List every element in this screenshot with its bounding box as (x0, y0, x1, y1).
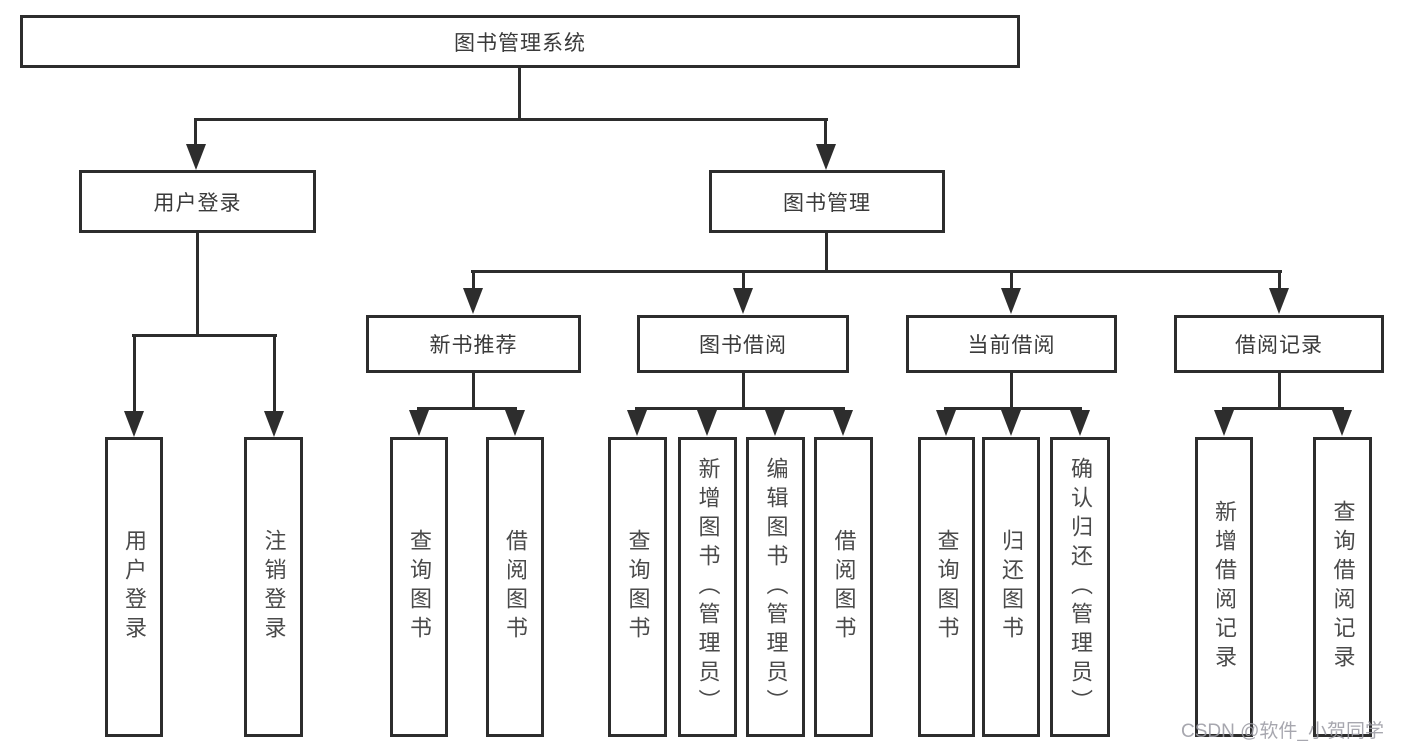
leaf-node-label: 新增图书（管理员） (695, 456, 721, 718)
arrow-down-icon (1001, 288, 1021, 314)
leaf-node-label: 借阅图书 (831, 529, 857, 645)
leaf-node-borrow-books-recommend: 借阅图书 (486, 437, 544, 737)
leaf-node-label: 归还图书 (999, 529, 1024, 645)
connector-vline (133, 334, 136, 414)
leaf-node-label: 用户登录 (122, 529, 147, 645)
watermark: CSDN @软件_小贺同学 (1181, 721, 1384, 742)
connector-vline (824, 118, 827, 148)
leaf-node-query-books-borrow: 查询图书 (608, 437, 667, 737)
connector-vline (825, 231, 828, 273)
arrow-down-icon (1001, 410, 1021, 436)
connector-vline (472, 270, 475, 292)
arrow-down-icon (627, 410, 647, 436)
arrow-down-icon (765, 410, 785, 436)
leaf-node-add-books-admin: 新增图书（管理员） (678, 437, 737, 737)
connector-vline (1010, 371, 1013, 410)
leaf-node-label: 确认归还（管理员） (1068, 456, 1093, 718)
connector-hline (194, 118, 828, 121)
arrow-down-icon (936, 410, 956, 436)
arrow-down-icon (833, 410, 853, 436)
leaf-node-confirm-return-admin: 确认归还（管理员） (1050, 437, 1110, 737)
section-node-borrow-records: 借阅记录 (1174, 315, 1384, 373)
connector-vline (742, 371, 745, 410)
section-node-current-borrow: 当前借阅 (906, 315, 1117, 373)
arrow-down-icon (1332, 410, 1352, 436)
arrow-down-icon (733, 288, 753, 314)
section-node-label: 当前借阅 (967, 334, 1056, 357)
branch-node-user-login: 用户登录 (79, 170, 316, 233)
connector-hline (417, 407, 517, 410)
connector-vline (194, 118, 197, 148)
arrow-down-icon (124, 411, 144, 437)
section-node-book-borrow: 图书借阅 (637, 315, 849, 373)
arrow-down-icon (463, 288, 483, 314)
connector-hline (635, 407, 845, 410)
leaf-node-query-books-recommend: 查询图书 (390, 437, 448, 737)
leaf-node-label: 借阅图书 (503, 529, 528, 645)
leaf-node-return-books: 归还图书 (982, 437, 1040, 737)
section-node-label: 图书借阅 (699, 334, 787, 357)
connector-vline (742, 270, 745, 292)
arrow-down-icon (409, 410, 429, 436)
section-node-new-book-recommend: 新书推荐 (366, 315, 581, 373)
connector-vline (472, 371, 475, 410)
leaf-node-label: 查询图书 (934, 529, 960, 645)
arrow-down-icon (505, 410, 525, 436)
section-node-label: 借阅记录 (1235, 334, 1323, 357)
leaf-node-logout: 注销登录 (244, 437, 303, 737)
arrow-down-icon (697, 410, 717, 436)
connector-vline (1010, 270, 1013, 292)
connector-vline (273, 334, 276, 414)
branch-node-book-management: 图书管理 (709, 170, 945, 233)
connector-vline (196, 231, 199, 337)
root-node-library-system: 图书管理系统 (20, 15, 1020, 68)
leaf-node-edit-books-admin: 编辑图书（管理员） (746, 437, 805, 737)
branch-node-label: 图书管理 (783, 191, 871, 215)
arrow-down-icon (264, 411, 284, 437)
leaf-node-label: 查询借阅记录 (1330, 500, 1356, 674)
leaf-node-label: 查询图书 (625, 529, 651, 645)
arrow-down-icon (186, 144, 206, 170)
connector-vline (1278, 270, 1281, 292)
arrow-down-icon (1070, 410, 1090, 436)
connector-hline (132, 334, 277, 337)
leaf-node-label: 注销登录 (261, 529, 287, 645)
branch-node-label: 用户登录 (153, 191, 242, 215)
connector-vline (1278, 371, 1281, 410)
connector-vline (518, 66, 521, 121)
leaf-node-user-login: 用户登录 (105, 437, 163, 737)
arrow-down-icon (1214, 410, 1234, 436)
leaf-node-add-borrow-record: 新增借阅记录 (1195, 437, 1253, 737)
leaf-node-borrow-books: 借阅图书 (814, 437, 873, 737)
section-node-label: 新书推荐 (429, 334, 518, 357)
connector-hline (471, 270, 1282, 273)
leaf-node-query-borrow-record: 查询借阅记录 (1313, 437, 1372, 737)
leaf-node-query-books-current: 查询图书 (918, 437, 975, 737)
leaf-node-label: 新增借阅记录 (1212, 500, 1237, 674)
root-node-label: 图书管理系统 (454, 31, 586, 55)
arrow-down-icon (816, 144, 836, 170)
leaf-node-label: 编辑图书（管理员） (763, 456, 789, 718)
connector-hline (944, 407, 1082, 410)
arrow-down-icon (1269, 288, 1289, 314)
leaf-node-label: 查询图书 (407, 529, 432, 645)
connector-hline (1222, 407, 1344, 410)
